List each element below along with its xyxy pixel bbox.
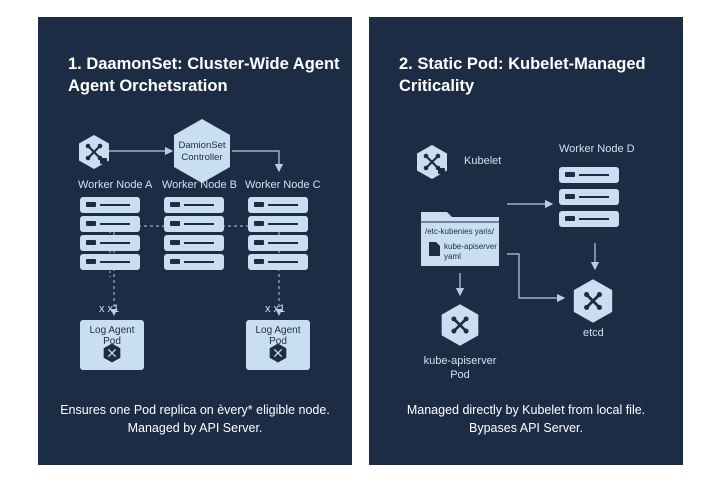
static-pod-title-line1: 2. Static Pod: Kubelet-Managed <box>399 55 646 73</box>
manifest-file-line1: kube-apiserver <box>444 242 497 251</box>
server-rack-icon <box>559 167 619 183</box>
kubernetes-hex-icon <box>269 343 287 363</box>
server-rack-icon <box>248 235 308 251</box>
server-rack-icon <box>164 235 224 251</box>
manifest-path: /etc-kubenies yaris/ <box>425 227 494 236</box>
daemonset-caption-line1: Ensures one Pod replica on èvery* eligib… <box>60 403 330 417</box>
node-b-label: Worker Node B <box>162 179 237 191</box>
kubernetes-hex-icon <box>103 343 121 363</box>
manifest-folder: /etc-kubenies yaris/ kube-apiserver yaml <box>419 208 501 268</box>
arrow-folder-to-etcd <box>507 253 566 303</box>
log-agent-label-right: Log Agent Pod <box>255 325 301 347</box>
static-pod-caption-line2: Bypases API Server. <box>469 421 583 435</box>
kube-apiserver-label: kube-apiserver Pod <box>410 354 510 382</box>
daemonset-controller: DamionSet Controller <box>172 118 232 184</box>
static-pod-connectors <box>455 199 600 303</box>
folder-icon <box>421 212 499 266</box>
server-rack-icon <box>80 254 140 270</box>
arrow-controller-to-node-c <box>232 150 284 173</box>
log-agent-label-left: Log Agent Pod <box>89 325 135 347</box>
controller-label-line2: Controller <box>181 152 223 163</box>
static-pod-title-line2: Criticality <box>399 77 475 95</box>
static-pod-caption: Managed directly by Kubelet from local f… <box>369 401 683 437</box>
daemonset-caption-line2: Managed by API Server. <box>127 421 263 435</box>
server-rack-icon <box>559 211 619 227</box>
kube-apiserver-label-line1: kube-apiserver <box>423 355 497 367</box>
etcd-icon <box>573 279 613 323</box>
daemonset-caption: Ensures one Pod replica on èvery* eligib… <box>38 401 352 437</box>
server-rack-icon <box>248 254 308 270</box>
server-rack-icon <box>248 197 308 213</box>
controller-label-line1: DamionSet <box>178 140 226 151</box>
log-agent-pod-left: Log Agent Pod <box>80 320 144 370</box>
server-rack-icon <box>248 216 308 232</box>
server-rack-icon <box>80 216 140 232</box>
replica-label-right: x x1 <box>265 303 286 315</box>
static-pod-panel: 2. Static Pod: Kubelet-Managed Criticali… <box>369 17 683 465</box>
node-c-label: Worker Node C <box>245 179 321 191</box>
kubelet-label: Kubelet <box>464 155 502 167</box>
server-rack-icon <box>559 189 619 205</box>
kubernetes-hex-icon <box>79 135 109 169</box>
kube-apiserver-pod-icon <box>441 304 479 346</box>
server-rack-icon <box>80 197 140 213</box>
daemonset-title-line2: Agent Orchetsration <box>68 77 228 95</box>
replica-label-left: x x1 <box>99 303 120 315</box>
daemonset-title: 1. DaamonSet: Cluster-Wide Agent Agent O… <box>68 53 348 97</box>
etcd-label: etcd <box>583 327 604 339</box>
server-rack-icon <box>80 235 140 251</box>
server-rack-icon <box>164 197 224 213</box>
daemonset-title-line1: 1. DaamonSet: Cluster-Wide Agent <box>68 55 340 73</box>
manifest-file-line2: yaml <box>444 252 461 261</box>
server-rack-icon <box>164 216 224 232</box>
daemonset-panel: 1. DaamonSet: Cluster-Wide Agent Agent O… <box>38 17 352 465</box>
node-a-label: Worker Node A <box>78 179 153 191</box>
static-pod-title: 2. Static Pod: Kubelet-Managed Criticali… <box>399 53 679 97</box>
document-icon <box>429 242 440 256</box>
static-pod-caption-line1: Managed directly by Kubelet from local f… <box>406 403 646 417</box>
kube-apiserver-label-line2: Pod <box>450 369 470 381</box>
worker-node-d-label: Worker Node D <box>559 143 635 155</box>
log-agent-pod-right: Log Agent Pod <box>246 320 310 370</box>
kubelet-icon <box>417 145 447 179</box>
server-rack-icon <box>164 254 224 270</box>
